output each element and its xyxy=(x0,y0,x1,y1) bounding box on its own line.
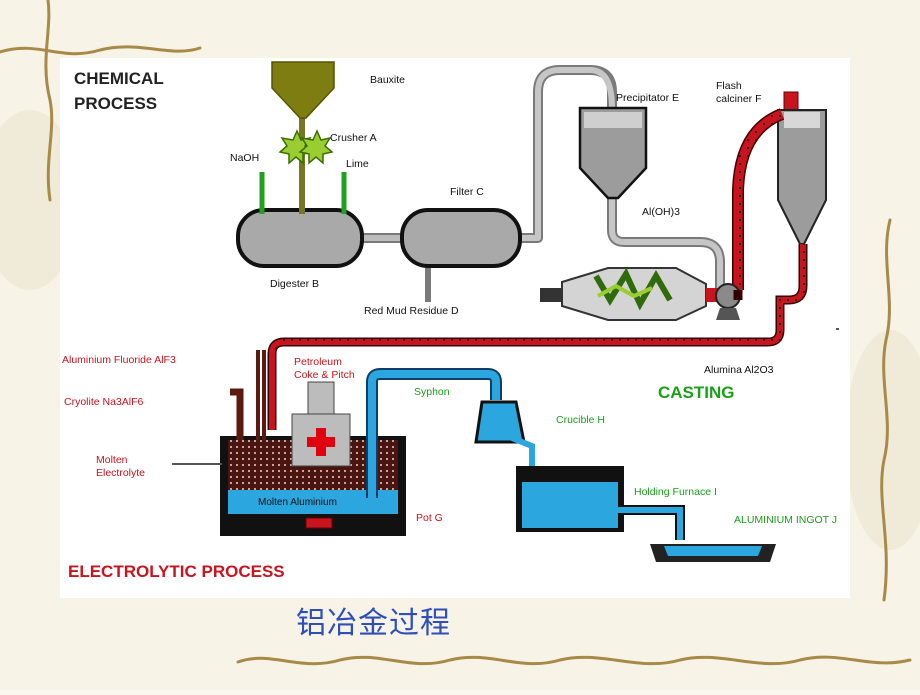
holding-furnace-i xyxy=(516,466,685,540)
molten-electrolyte-line2: Electrolyte xyxy=(96,467,146,479)
red-mud-label: Red Mud Residue D xyxy=(364,305,459,317)
chemical-heading-line2: PROCESS xyxy=(74,94,158,113)
ingot-label: ALUMINIUM INGOT J xyxy=(734,514,838,526)
flash-calciner-label: Flash calciner F xyxy=(716,80,762,106)
digester-b-label: Digester B xyxy=(270,278,320,290)
crucible-h-label: Crucible H xyxy=(556,414,606,426)
molten-electrolyte-label: Molten Electrolyte xyxy=(96,454,145,480)
petroleum-line1: Petroleum xyxy=(294,356,342,368)
flash-calciner-f xyxy=(732,91,827,290)
chemical-process-heading: CHEMICAL PROCESS xyxy=(74,66,164,116)
anode xyxy=(291,381,351,467)
alumina-label: Alumina Al2O3 xyxy=(704,364,774,376)
digester-b xyxy=(236,172,364,268)
precipitator-e xyxy=(578,106,648,200)
aluminium-ingot-j xyxy=(650,544,776,562)
holding-furnace-label: Holding Furnace I xyxy=(634,486,717,498)
chemical-heading-line1: CHEMICAL xyxy=(74,69,164,88)
filter-c-label: Filter C xyxy=(450,186,484,198)
aluminium-flow xyxy=(366,368,502,498)
slide-caption: 铝冶金过程 xyxy=(296,606,451,641)
rotary-kiln xyxy=(540,267,741,321)
naoh-label: NaOH xyxy=(230,152,260,164)
aluminium-fluoride-label: Aluminium Fluoride AlF3 xyxy=(62,354,176,366)
casting-heading: CASTING xyxy=(658,383,735,402)
electrolytic-process-heading: ELECTROLYTIC PROCESS xyxy=(68,562,285,581)
flash-calciner-line2: calciner F xyxy=(716,93,762,105)
petroleum-coke-label: Petroleum Coke & Pitch xyxy=(294,356,355,382)
flash-calciner-line1: Flash xyxy=(716,80,742,92)
bauxite-label: Bauxite xyxy=(370,74,406,86)
crusher-a-label: Crusher A xyxy=(330,132,377,144)
precipitator-e-label: Precipitator E xyxy=(616,92,680,104)
lime-label: Lime xyxy=(346,158,369,170)
crusher-a xyxy=(278,129,334,165)
crucible-h xyxy=(474,400,535,472)
aloh3-label: Al(OH)3 xyxy=(642,206,680,218)
molten-aluminium-label: Molten Aluminium xyxy=(258,497,337,508)
petroleum-line2: Coke & Pitch xyxy=(294,369,355,381)
filter-c xyxy=(400,208,522,268)
bauxite-hopper xyxy=(271,61,335,119)
speck xyxy=(836,328,839,330)
pot-g-label: Pot G xyxy=(416,512,443,524)
cryolite-label: Cryolite Na3AlF6 xyxy=(64,396,144,408)
alumina-conveyor xyxy=(267,244,808,430)
molten-electrolyte-line1: Molten xyxy=(96,454,128,466)
syphon-label: Syphon xyxy=(414,386,450,398)
vine-decoration xyxy=(0,0,912,666)
